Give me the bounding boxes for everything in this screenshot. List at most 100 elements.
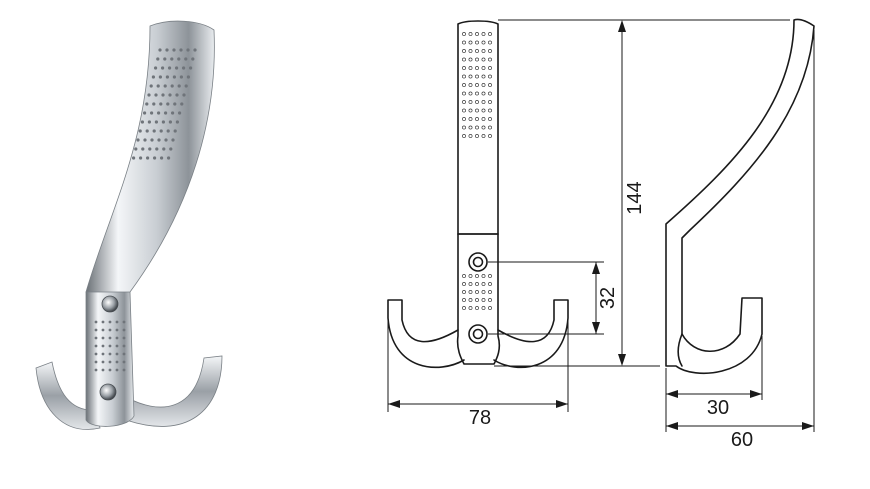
texture-dot: [115, 368, 119, 372]
texture-dot: [177, 57, 181, 61]
texture-dot: [175, 120, 179, 124]
front-hole-top-outer: [468, 252, 488, 272]
texture-dot: [468, 40, 473, 45]
texture-dot: [475, 40, 479, 45]
texture-dot: [178, 111, 182, 115]
texture-dot: [175, 66, 179, 70]
texture-dot: [157, 111, 161, 115]
texture-dot: [154, 66, 158, 70]
texture-dot: [475, 108, 479, 113]
texture-dot: [184, 57, 188, 61]
texture-dot: [94, 360, 98, 364]
front-hole-top-inner: [472, 256, 484, 268]
texture-dot: [160, 156, 164, 160]
photo-upper-arm: [85, 20, 215, 293]
texture-dot: [149, 84, 153, 88]
texture-dot: [167, 156, 171, 160]
texture-dot: [481, 125, 486, 130]
texture-dot: [122, 352, 126, 356]
texture-dot: [165, 75, 169, 79]
side-hook-junction: [677, 333, 683, 367]
texture-dot: [169, 147, 173, 151]
texture-dot: [168, 66, 172, 70]
texture-dot: [157, 138, 161, 142]
texture-dot: [101, 336, 105, 340]
texture-dot: [193, 48, 197, 52]
texture-dot: [488, 74, 492, 79]
texture-dot: [94, 336, 98, 340]
dim-32-arrow-bottom: [592, 322, 600, 334]
texture-dot: [101, 360, 105, 364]
texture-dot: [115, 352, 119, 356]
texture-dot: [143, 111, 147, 115]
texture-dot: [136, 138, 140, 142]
side-view-drawing: 30 60: [665, 18, 815, 451]
texture-dot: [115, 336, 119, 340]
texture-dot: [462, 282, 466, 286]
texture-dot: [166, 102, 170, 106]
texture-dot: [168, 93, 172, 97]
texture-dot: [488, 125, 492, 130]
texture-dot: [134, 147, 138, 151]
texture-dot: [475, 282, 479, 286]
texture-dot: [475, 100, 479, 104]
dim-30-arrow-right: [750, 390, 762, 398]
texture-dot: [170, 84, 174, 88]
texture-dot: [462, 91, 466, 96]
texture-dot: [172, 75, 176, 79]
texture-dot: [165, 48, 169, 52]
texture-dot: [462, 134, 466, 138]
texture-dot: [475, 49, 479, 53]
texture-dot: [462, 66, 466, 70]
texture-dot: [481, 66, 486, 70]
texture-dot: [488, 306, 492, 310]
texture-dot: [488, 134, 492, 138]
texture-dot: [101, 344, 105, 348]
texture-dot: [94, 344, 98, 348]
texture-dot: [481, 298, 486, 302]
texture-dot: [488, 83, 492, 87]
dim-32-arrow-top: [592, 262, 600, 274]
texture-dot: [468, 298, 473, 302]
texture-dot: [468, 49, 473, 53]
texture-dot: [150, 111, 154, 115]
dim-60-arrow-left: [666, 422, 678, 430]
texture-dot: [122, 368, 126, 372]
texture-dot: [155, 147, 159, 151]
texture-dot: [462, 108, 466, 113]
texture-dot: [475, 66, 479, 70]
texture-dot: [475, 125, 479, 130]
texture-dot: [468, 125, 473, 130]
texture-dot: [156, 84, 160, 88]
texture-dot: [161, 66, 165, 70]
texture-dot: [488, 117, 492, 121]
texture-dot: [488, 290, 492, 294]
photo-dot-texture: [94, 48, 197, 372]
photo-right-hook: [123, 355, 223, 427]
texture-dot: [475, 117, 479, 121]
texture-dot: [115, 328, 119, 332]
texture-dot: [159, 102, 163, 106]
texture-dot: [115, 360, 119, 364]
texture-dot: [163, 84, 167, 88]
texture-dot: [162, 147, 166, 151]
texture-dot: [468, 91, 473, 96]
dim-144-arrow-bottom: [618, 354, 626, 366]
texture-dot: [488, 57, 492, 62]
texture-dot: [468, 306, 473, 310]
texture-dot: [101, 320, 105, 324]
front-left-hook: [387, 299, 465, 369]
texture-dot: [475, 274, 479, 278]
texture-dot: [468, 57, 473, 62]
texture-dot: [462, 49, 466, 53]
texture-dot: [468, 32, 473, 36]
texture-dot: [475, 57, 479, 62]
texture-dot: [481, 274, 486, 278]
texture-dot: [173, 129, 177, 133]
texture-dot: [462, 274, 466, 278]
texture-dot: [177, 84, 181, 88]
texture-dot: [481, 49, 486, 53]
texture-dot: [481, 100, 486, 104]
texture-dot: [468, 282, 473, 286]
